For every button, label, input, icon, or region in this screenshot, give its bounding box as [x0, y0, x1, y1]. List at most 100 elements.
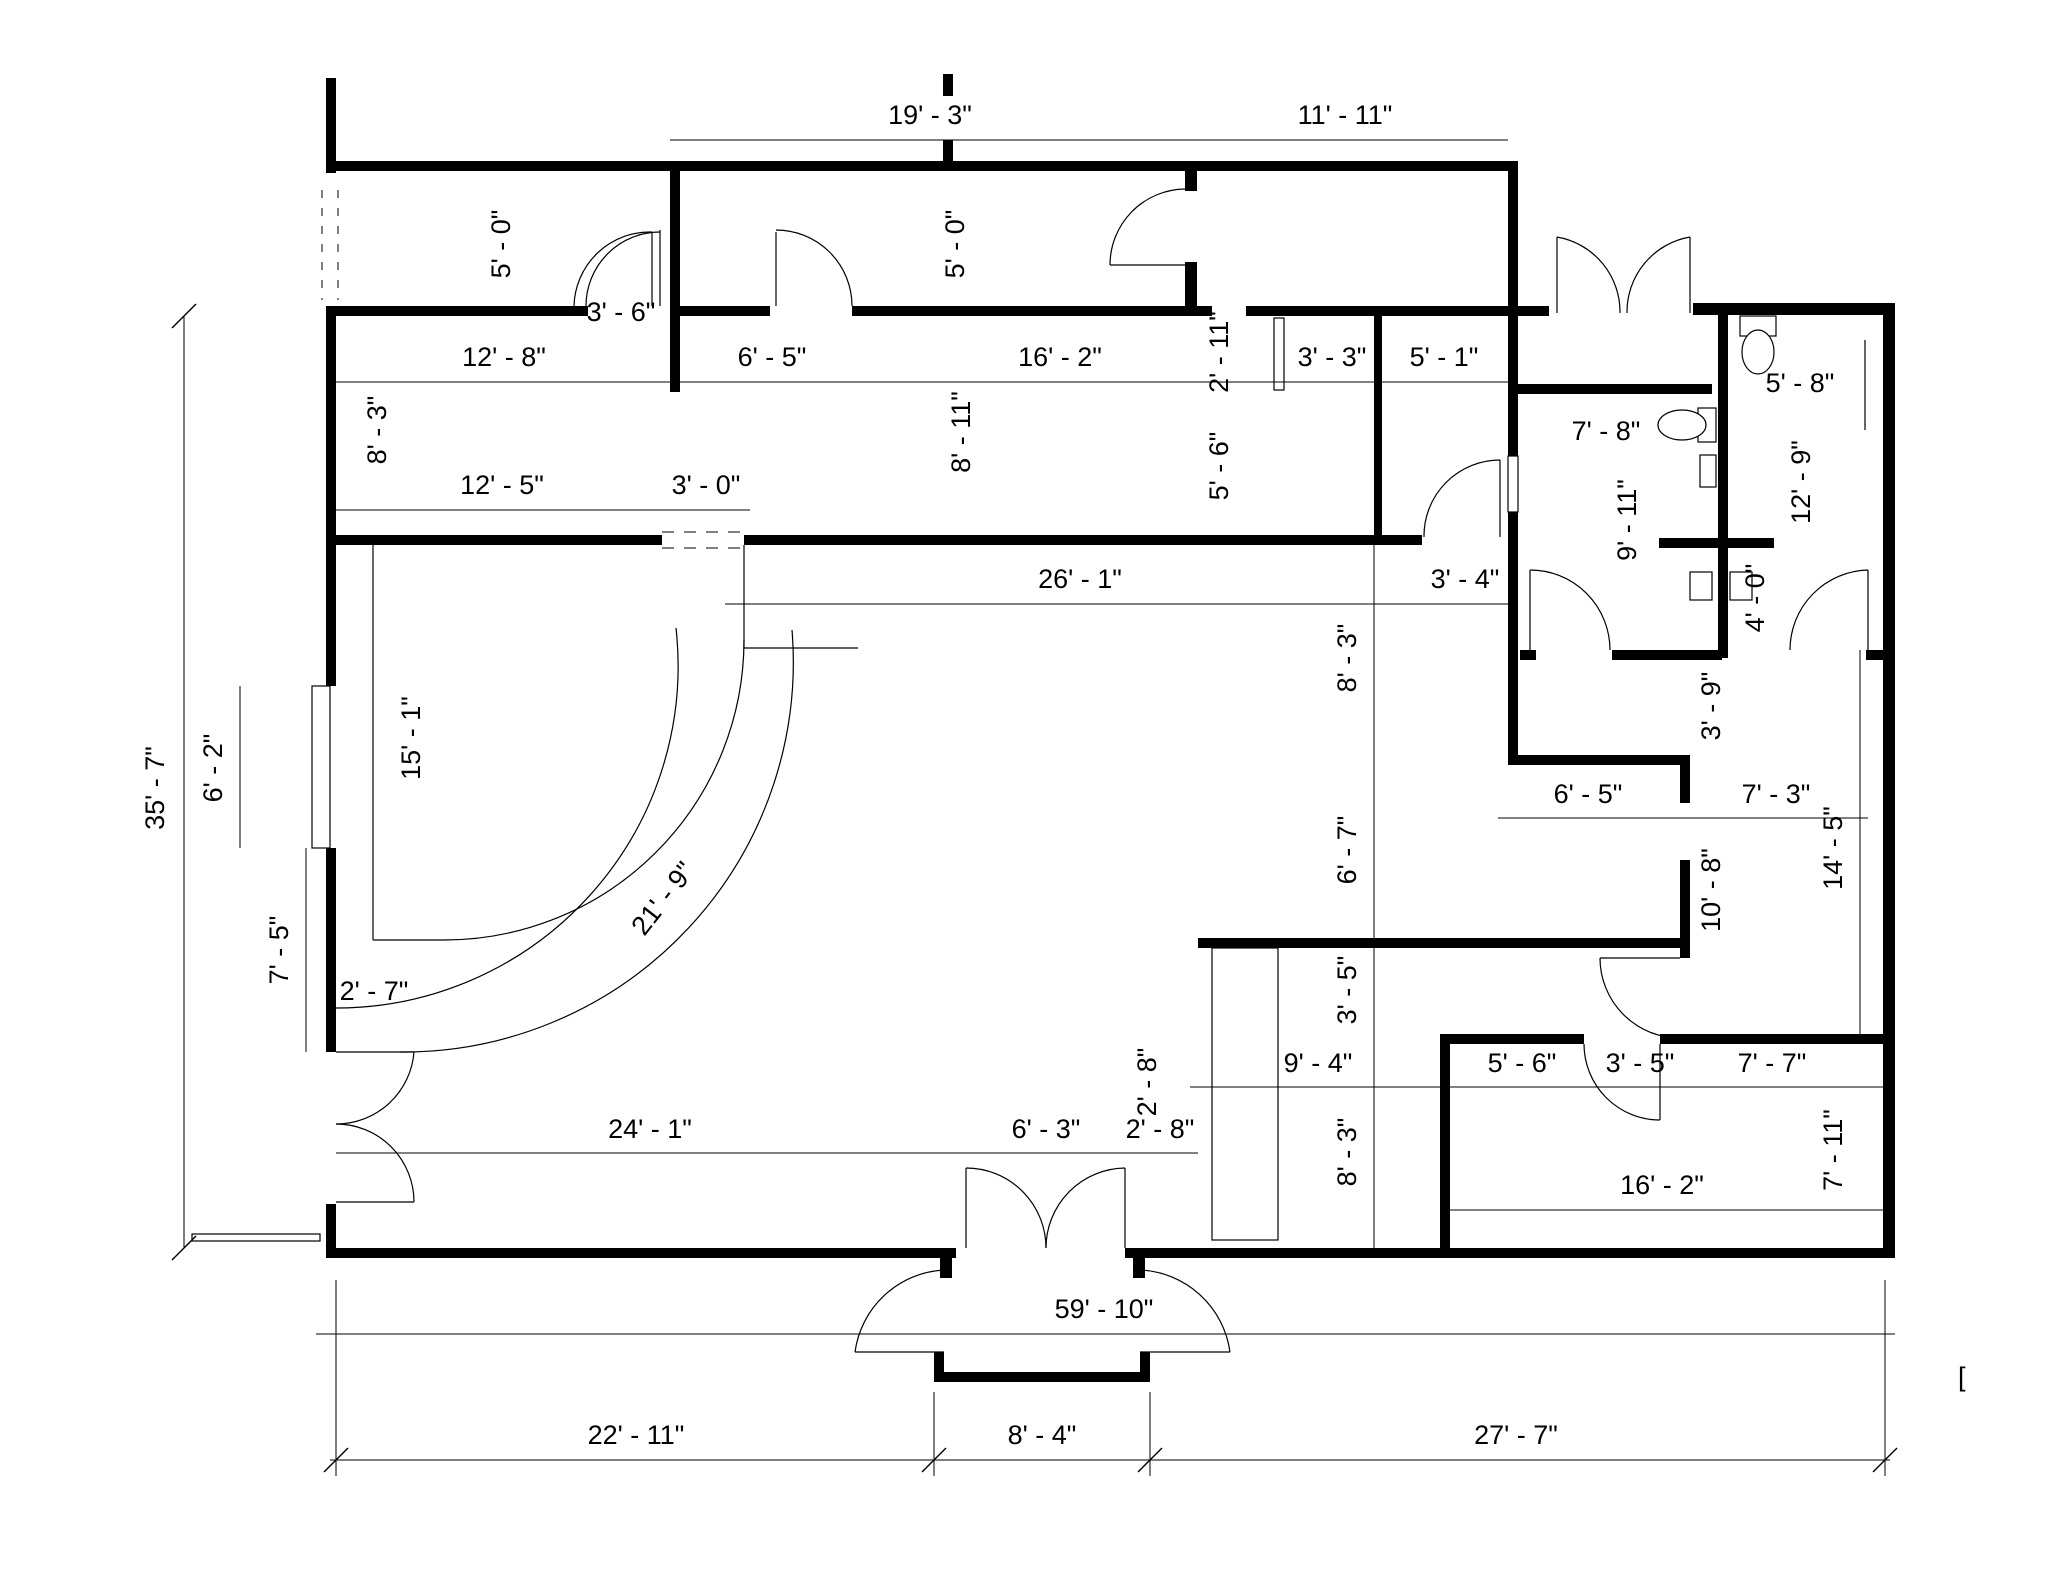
dim-label: 16' - 2": [1018, 342, 1102, 372]
dim-label: 19' - 3": [888, 100, 972, 130]
dim-label: 4' - 0": [1740, 564, 1770, 633]
wall-bottom-left: [326, 1248, 956, 1258]
door-swing-11: [1583, 1043, 1661, 1121]
dim-label: 5' - 1": [1410, 342, 1479, 372]
dim-label: 7' - 8": [1572, 416, 1641, 446]
wall-top-stub: [943, 74, 953, 96]
dim-label: 2' - 8": [1132, 1048, 1162, 1117]
wall-top: [326, 161, 1517, 171]
dim-label: 10' - 8": [1696, 848, 1726, 932]
wall-left-2: [326, 848, 336, 1052]
dim-label: 3' - 4": [1431, 564, 1500, 594]
wall-corridor-post: [1185, 262, 1197, 307]
door-swing-18: [573, 231, 653, 307]
dim-label: 27' - 7": [1474, 1420, 1558, 1450]
window-frame: [311, 685, 331, 849]
wall-upper-right: [1508, 161, 1518, 384]
dim-label: 3' - 5": [1332, 956, 1362, 1025]
dim-label: 12' - 5": [460, 470, 544, 500]
tick-4: [1872, 1447, 1898, 1473]
wall-top-post: [943, 140, 953, 162]
wall-mid-right: [744, 535, 1422, 545]
tick-1: [323, 1447, 349, 1473]
dim-label: 5' - 8": [1766, 368, 1835, 398]
wall-bar-top: [1198, 938, 1690, 948]
dim-label: 12' - 9": [1786, 440, 1816, 524]
wall-bottom-post-b: [1133, 1248, 1145, 1278]
wall-rest-bottom-d: [1508, 755, 1690, 765]
wall-rest-left: [1508, 384, 1518, 764]
dim-label: 3' - 0": [672, 470, 741, 500]
wall-vestibule-right: [1140, 1352, 1150, 1382]
dim-label: 3' - 9": [1696, 672, 1726, 741]
door-swing-17: [1139, 1269, 1231, 1353]
dim-label: 11' - 11": [1298, 100, 1393, 130]
door-swing-1: [585, 231, 661, 307]
wall-left-upper-stub: [326, 78, 336, 173]
dimension-lines: [171, 139, 1898, 1476]
rest-wall-trim: [1507, 455, 1519, 513]
door-swing-12: [335, 1123, 415, 1203]
storefront-sill: [191, 1233, 321, 1242]
door-swing-10: [1599, 957, 1681, 1039]
dim-label: 5' - 6": [1488, 1048, 1557, 1078]
dim-label: 7' - 3": [1742, 779, 1811, 809]
door-swing-8: [1789, 569, 1869, 651]
bar-counter: [1211, 947, 1279, 1241]
dim-label: 8' - 4": [1008, 1420, 1077, 1450]
dim-label: 6' - 5": [738, 342, 807, 372]
door-swing-15: [1045, 1167, 1126, 1249]
door-swing-6: [1423, 459, 1501, 538]
dim-label: 14' - 5": [1818, 806, 1848, 890]
door-swing-14: [965, 1167, 1047, 1249]
dim-label: 59' - 10": [1055, 1294, 1154, 1324]
dim-label: 22' - 11": [588, 1420, 685, 1450]
wall-corridor-d: [1246, 306, 1549, 316]
dim-label: 7' - 11": [1818, 1109, 1848, 1191]
dim-label: 8' - 3": [362, 396, 392, 465]
dim-label: 9' - 4": [1284, 1048, 1353, 1078]
tick-2: [921, 1447, 947, 1473]
wall-low-left: [1440, 1034, 1450, 1258]
wall-mid-vert: [1680, 860, 1690, 958]
door-swing-13: [335, 1051, 415, 1125]
wall-corridor-c: [852, 306, 1212, 316]
doors: [335, 188, 1869, 1353]
wall-corridor-a: [326, 306, 588, 316]
dim-label: 6' - 2": [198, 734, 228, 803]
wall-vestibule-left: [934, 1352, 944, 1382]
dim-label: 2' - 8": [1126, 1114, 1195, 1144]
curved-counter-inner: [439, 639, 745, 941]
dim-label: 8' - 3": [1332, 624, 1362, 693]
dim-label: 3' - 6": [587, 297, 656, 327]
dim-label: 5' - 0": [486, 210, 516, 279]
walls: [191, 74, 1895, 1382]
dim-label: 2' - 11": [1204, 311, 1234, 393]
wall-rest-bottom-b: [1520, 650, 1536, 660]
curved-counter-outer: [399, 629, 794, 1053]
wall-bottom-post-a: [940, 1248, 952, 1278]
door-swing-2: [775, 229, 853, 307]
dim-label: 6' - 3": [1012, 1114, 1081, 1144]
dim-label: 35' - 7": [140, 746, 170, 830]
wall-left-1: [326, 306, 336, 686]
toilet-2-bowl: [1657, 409, 1707, 441]
sink-1: [1699, 454, 1717, 488]
page-edge-mark: [: [1958, 1362, 1966, 1392]
dim-label: 8' - 11": [946, 391, 976, 473]
wall-low-top-b: [1660, 1034, 1890, 1044]
wall-corridor-divider: [670, 171, 680, 392]
wall-vestibule-bottom: [934, 1372, 1150, 1382]
dim-label: 6' - 7": [1332, 816, 1362, 885]
dim-label: 2' - 7": [340, 976, 409, 1006]
dim-label: 7' - 7": [1738, 1048, 1807, 1078]
door-swing-7: [1529, 569, 1611, 651]
wall-rest-divider: [1718, 310, 1728, 658]
wall-rest-bottom-c: [1866, 650, 1886, 660]
wall-corridor-b: [670, 306, 770, 316]
wall-rest-mid: [1659, 538, 1774, 548]
dim-label: 7' - 5": [264, 916, 294, 985]
dim-label: 16' - 2": [1620, 1170, 1704, 1200]
dim-label: 8' - 3": [1332, 1118, 1362, 1187]
sink-2: [1689, 571, 1713, 601]
